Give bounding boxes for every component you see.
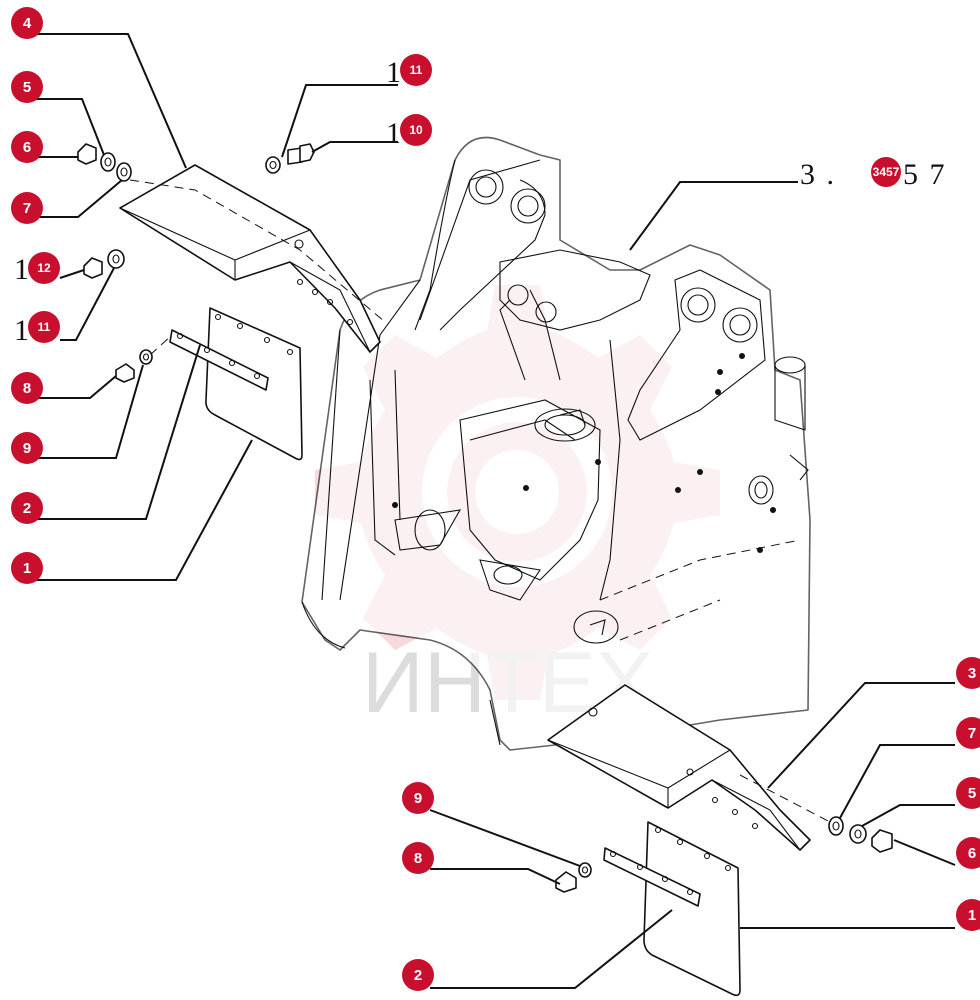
lower-fender bbox=[547, 684, 831, 851]
reference-prefix: 3 . bbox=[800, 158, 836, 191]
callout-badge: 8 bbox=[11, 372, 43, 404]
callout-badge: 10 bbox=[400, 114, 432, 146]
callout-badge: 1 bbox=[11, 552, 43, 584]
callout-prefix: 1 bbox=[386, 117, 401, 150]
callout-label: 1 bbox=[23, 560, 31, 577]
callout-prefix: 1 bbox=[386, 56, 401, 89]
lower-fasteners bbox=[555, 816, 893, 893]
callout-label: 11 bbox=[38, 320, 51, 334]
callout-label: 7 bbox=[968, 725, 976, 742]
callout-badge: 6 bbox=[11, 131, 43, 163]
callout-badge: 12 bbox=[28, 252, 60, 284]
callout-badge: 2 bbox=[402, 959, 434, 991]
callout-badge: 9 bbox=[11, 432, 43, 464]
callout-badge: 3 bbox=[956, 657, 980, 689]
reference-code: 3457 bbox=[873, 165, 900, 179]
callout-badge: 2 bbox=[11, 492, 43, 524]
callout-label: 12 bbox=[37, 261, 51, 275]
leader-lines bbox=[36, 33, 956, 989]
callout-badge: 5 bbox=[956, 777, 980, 809]
callout-label: 2 bbox=[23, 500, 31, 517]
callout-label: 6 bbox=[23, 139, 31, 156]
lower-mud-flap bbox=[603, 821, 741, 997]
callout-badge: 1 bbox=[956, 899, 980, 931]
callout-label: 3 bbox=[968, 665, 976, 682]
callout-badge: 8 bbox=[402, 842, 434, 874]
callout-label: 1 bbox=[968, 907, 976, 924]
upper-fender bbox=[119, 164, 386, 353]
callout-badge: 5 bbox=[11, 71, 43, 103]
upper-fasteners bbox=[77, 143, 315, 383]
callout-label: 7 bbox=[23, 200, 31, 217]
callout-badge: 6 bbox=[956, 837, 980, 869]
callout-label: 8 bbox=[414, 850, 422, 867]
callout-badge: 4 bbox=[11, 7, 43, 39]
callout-badge: 11 bbox=[28, 311, 60, 343]
callout-badge: 9 bbox=[402, 782, 434, 814]
callout-prefix: 1 bbox=[14, 253, 29, 286]
loader-frame bbox=[301, 136, 811, 751]
callout-badge: 11 bbox=[400, 54, 432, 86]
callout-label: 2 bbox=[414, 967, 422, 984]
callout-label: 10 bbox=[409, 123, 423, 137]
callout-label: 5 bbox=[23, 79, 31, 96]
callout-label: 5 bbox=[968, 785, 976, 802]
callout-label: 9 bbox=[414, 790, 422, 807]
callout-label: 8 bbox=[23, 380, 31, 397]
callout-label: 11 bbox=[410, 63, 423, 77]
reference-badge: 3457 bbox=[871, 157, 901, 187]
callout-label: 6 bbox=[968, 845, 976, 862]
callout-badge: 7 bbox=[956, 717, 980, 749]
upper-mud-flap bbox=[149, 307, 303, 461]
callout-prefix: 1 bbox=[14, 314, 29, 347]
callout-badge: 7 bbox=[11, 192, 43, 224]
callout-label: 9 bbox=[23, 440, 31, 457]
reference-suffix: 5 7 bbox=[903, 158, 947, 191]
callout-label: 4 bbox=[23, 15, 32, 32]
